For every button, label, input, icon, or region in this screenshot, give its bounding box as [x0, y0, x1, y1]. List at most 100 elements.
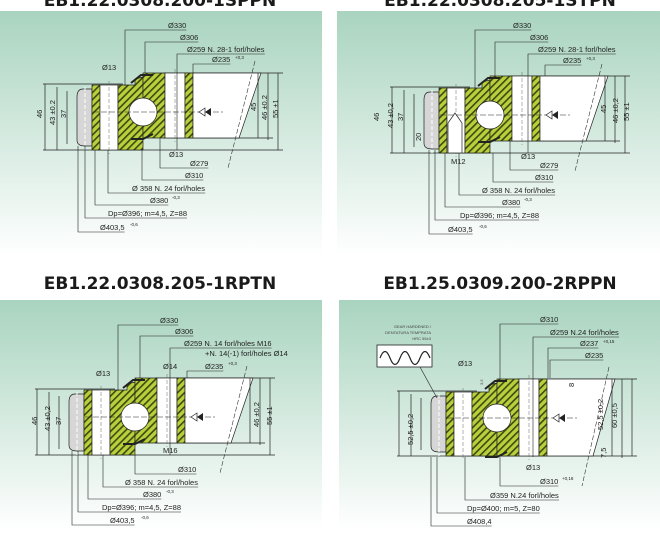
leader-line — [494, 41, 549, 76]
leader-line — [77, 146, 125, 233]
bearing-section — [397, 366, 637, 487]
leader-line — [509, 140, 559, 171]
leader-line — [499, 323, 559, 379]
dim-d279: Ø279 — [190, 159, 208, 168]
dim-h45: 45 — [599, 105, 608, 113]
arrow-icon — [559, 414, 565, 422]
dim-d358: Ø 358 N. 24 forl/holes — [132, 184, 205, 193]
dim-dp: Dp=Ø396; m=4,5, Z=88 — [102, 503, 181, 512]
leader-line — [141, 150, 204, 181]
arrow-icon — [552, 111, 558, 119]
dim-d237-tol: +0,15 — [603, 339, 615, 344]
dim-d13-top: Ø13 — [96, 369, 110, 378]
dim-d235: Ø235 — [212, 55, 230, 64]
leader-line — [544, 64, 582, 76]
section-line — [227, 60, 256, 169]
dim-d13-bot: Ø13 — [521, 152, 535, 161]
inner-bore-region — [539, 75, 609, 142]
gear-note-line3: HRC 55±3 — [412, 336, 431, 341]
dim-h43: 43 ±0,2 — [43, 406, 52, 431]
dim-h46r: 46 ±0.2 — [260, 95, 269, 120]
seal — [130, 74, 153, 84]
inner-ring-section — [538, 378, 548, 457]
gear-tooth-detail — [376, 344, 438, 399]
dim-d235-tol: +0,3 — [235, 55, 244, 60]
dim-h45: 45 — [249, 103, 258, 111]
leader-line — [428, 150, 473, 235]
dim-d358: Ø 358 N. 24 forl/holes — [482, 186, 555, 195]
dim-h60: 60 ±0,5 — [610, 403, 619, 428]
leader-line — [102, 455, 199, 488]
dim-d259: Ø259 N.24 forl/holes — [550, 328, 619, 337]
dim-d13-top: Ø13 — [458, 359, 472, 368]
bearing-section — [43, 60, 283, 169]
dim-d235: Ø235 — [563, 56, 581, 65]
gear-note-line1: GEAR HARDENED / — [394, 324, 432, 329]
dim-h43: 43 ±0,2 — [386, 103, 395, 128]
gear-note-line2: DENTATURA TEMPRATA — [385, 330, 431, 335]
dim-d359: Ø359 N.24 forl/holes — [490, 491, 559, 500]
dim-h8: 8 — [567, 383, 576, 387]
seal — [485, 451, 508, 458]
leader-line — [458, 153, 556, 196]
leader-line — [474, 29, 532, 88]
leader-line — [532, 336, 620, 457]
dim-d279: Ø279 — [540, 161, 558, 170]
dim-d13-bot: Ø13 — [169, 150, 183, 159]
drawing-panel-3: EB1.22.0308.205-1RPTN Ø330 Ø306 Ø259 N. … — [0, 265, 330, 530]
inner-ring-section — [184, 72, 194, 139]
dim-d306: Ø306 — [180, 33, 198, 42]
dim-d310: Ø310 — [178, 465, 196, 474]
seal — [478, 136, 501, 143]
dim-d403-tol: -0,6 — [141, 515, 149, 520]
dim-h46: 46 — [35, 110, 44, 118]
leader-line — [527, 53, 616, 153]
inner-bore-region — [184, 377, 254, 444]
leader-line — [549, 359, 604, 378]
bearing-section — [35, 365, 275, 474]
seal — [477, 77, 500, 87]
dim-d403: Ø403,5 — [448, 225, 473, 234]
leader-line — [107, 150, 206, 194]
leader-line — [117, 324, 179, 391]
dim-d259b: +N. 14(-1) forl/holes Ø14 — [205, 349, 288, 358]
drawing-panel-1: EB1.22.0308.200-1SPPN Ø330 Ø306 Ø259 N. … — [0, 0, 330, 265]
tapped-hole-m12 — [447, 112, 463, 154]
dim-d380-tol: -0,3 — [524, 197, 532, 202]
dim-d403-tol: -0,6 — [479, 224, 487, 229]
leader-line — [159, 138, 209, 169]
inner-bore-region — [192, 72, 262, 139]
leader-line — [192, 63, 231, 73]
dim-d380: Ø380 — [502, 198, 520, 207]
dim-h52-left: 52,5 ±0,2 — [406, 414, 415, 445]
dim-d380-tol: -0,3 — [172, 195, 180, 200]
seal — [484, 380, 507, 390]
dim-d235-tol: +0,3 — [228, 361, 237, 366]
leader-line — [124, 29, 187, 86]
leader-line — [94, 150, 169, 206]
dim-h46: 46 — [372, 113, 381, 121]
outer-ring-section — [445, 391, 455, 457]
dim-d259: Ø259 N. 14 forl/holes M16 — [184, 339, 272, 348]
leader-line — [444, 153, 521, 208]
leader-line — [139, 335, 194, 378]
section-line — [219, 365, 248, 474]
dim-d13-top: Ø13 — [102, 63, 116, 72]
dim-h43: 43 ±0.2 — [48, 100, 57, 125]
dim-d403-tol: -0,6 — [130, 222, 138, 227]
seal — [123, 438, 146, 445]
dim-h35: 3,5 — [479, 379, 484, 385]
leader-line — [87, 455, 162, 500]
outer-ring-section — [438, 87, 448, 154]
leader-line — [436, 457, 540, 514]
dim-d403: Ø403,5 — [110, 516, 135, 525]
drawing-panel-2: EB1.22.0308.205-1STPN Ø330 Ø306 Ø259 N. … — [330, 0, 660, 265]
section-line — [574, 63, 603, 172]
dim-dp: Dp=Ø396; m=4,5, Z=88 — [108, 209, 187, 218]
leader-line — [84, 146, 188, 219]
dim-h52-right: 52,5 ±0,2 — [596, 399, 605, 430]
dim-h46r: 46 ±0,2 — [611, 98, 620, 123]
dim-d330: Ø330 — [160, 316, 178, 325]
dim-h46r: 46 ±0,2 — [252, 402, 261, 427]
dim-d310b: Ø310 — [540, 477, 558, 486]
